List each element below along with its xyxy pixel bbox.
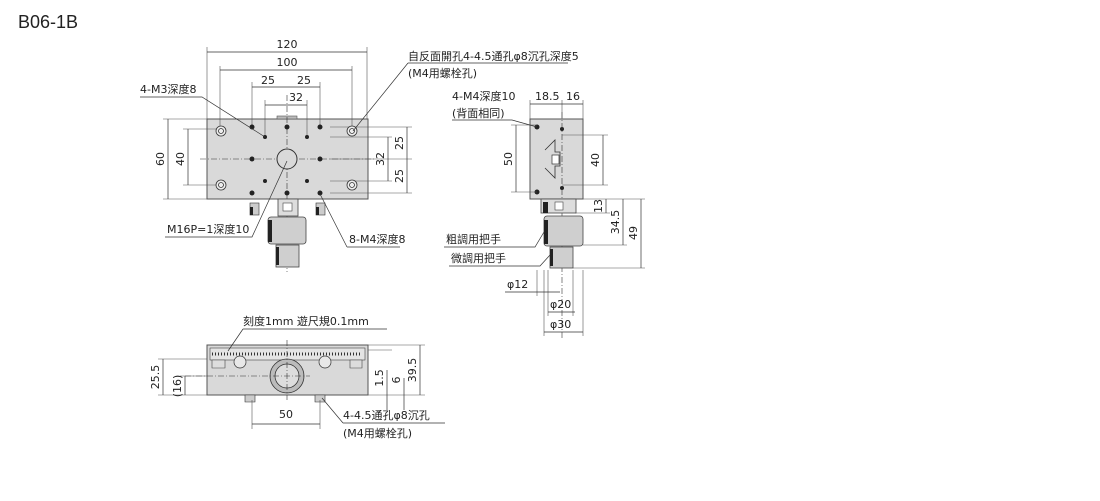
- dim-13: 13: [592, 199, 605, 213]
- drawing-title: B06-1B: [18, 12, 79, 32]
- dim-60: 60: [154, 152, 167, 166]
- front-view: 25.5 (16) 39.5 1.5 6 50 刻度1mm 遊尺規0.1mm 4…: [149, 314, 445, 440]
- m4-holes: [249, 124, 323, 196]
- label-m4-tapped: 8-M4深度8: [349, 232, 405, 246]
- micrometer-top: [249, 198, 326, 268]
- dim-16: 16: [566, 90, 580, 103]
- label-through-holes-m4: (M4用螺栓孔): [343, 426, 412, 440]
- dim-32-right: 32: [374, 152, 387, 166]
- dim-32: 32: [289, 91, 303, 104]
- dim-40-side: 40: [589, 153, 602, 167]
- label-back-holes: 自反面開孔4-4.5通孔φ8沉孔深度5: [408, 49, 579, 63]
- m16-hole: [276, 148, 298, 170]
- label-scale: 刻度1mm 遊尺規0.1mm: [243, 314, 369, 328]
- dim-18-5: 18.5: [535, 90, 560, 103]
- dim-phi20: φ20: [550, 298, 571, 311]
- dim-phi30: φ30: [550, 318, 571, 331]
- dim-1-5: 1.5: [373, 369, 386, 387]
- dim-25-left: 25: [261, 74, 275, 87]
- counterbore-holes: [215, 125, 358, 191]
- micrometer-side: [540, 198, 584, 269]
- side-view: 18.5 16 50 40 13 34.5 49 φ12 φ20 φ30 4-M…: [444, 89, 645, 340]
- label-back-holes-m4: (M4用螺栓孔): [408, 66, 477, 80]
- dim-40: 40: [174, 152, 187, 166]
- dim-16-ref: (16): [171, 375, 184, 398]
- label-coarse-knob: 粗調用把手: [446, 232, 501, 246]
- dim-25-5: 25.5: [149, 365, 162, 390]
- label-through-holes: 4-4.5通孔φ8沉孔: [343, 409, 430, 422]
- label-m3-tapped: 4-M3深度8: [140, 82, 196, 96]
- label-fine-knob: 微調用把手: [451, 251, 506, 265]
- dim-120: 120: [277, 38, 298, 51]
- dim-34-5: 34.5: [609, 210, 622, 235]
- dim-39-5: 39.5: [406, 358, 419, 383]
- dim-100: 100: [277, 56, 298, 69]
- dim-50-front: 50: [279, 408, 293, 421]
- label-back-same: (背面相同): [452, 106, 505, 120]
- dim-25-right: 25: [297, 74, 311, 87]
- top-view: 120 100 25 25 32 60 40 32 25 25: [140, 38, 579, 272]
- dim-49: 49: [627, 226, 640, 240]
- dim-50: 50: [502, 152, 515, 166]
- dim-25-right-bottom: 25: [393, 169, 406, 183]
- label-m16: M16P=1深度10: [167, 222, 249, 236]
- dim-phi12: φ12: [507, 278, 528, 291]
- dim-6: 6: [390, 377, 403, 384]
- label-m4-side: 4-M4深度10: [452, 89, 515, 103]
- dim-25-right-top: 25: [393, 136, 406, 150]
